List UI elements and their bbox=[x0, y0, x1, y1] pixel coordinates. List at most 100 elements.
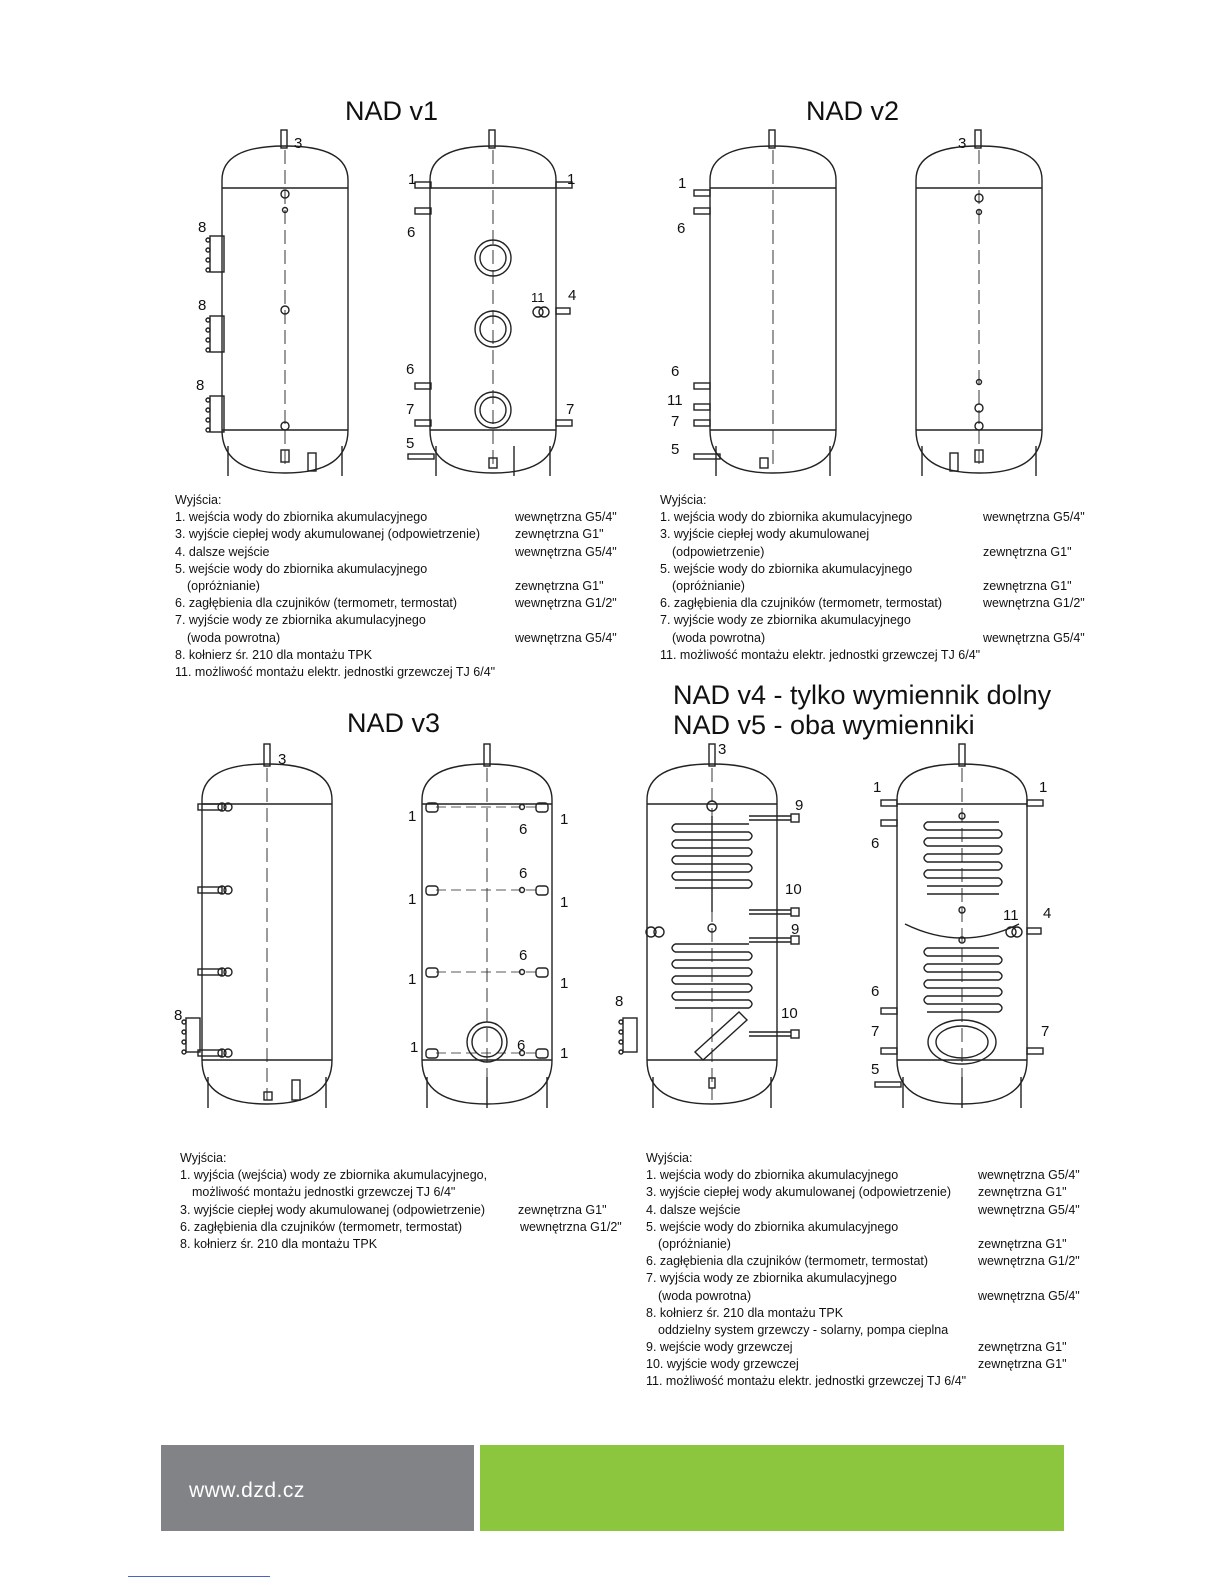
label-v3-1f: 1 bbox=[560, 975, 568, 992]
legend-v45-heading: Wyjścia: bbox=[646, 1151, 693, 1165]
label-v2-11: 11 bbox=[667, 392, 683, 409]
tank-v4-right bbox=[874, 743, 1044, 1108]
legend-v45-row: 8. kołnierz śr. 210 dla montażu TPK bbox=[646, 1305, 844, 1320]
label-v3-1h: 1 bbox=[560, 1045, 568, 1062]
label-v3-1c: 1 bbox=[408, 891, 416, 908]
label-v5-7a: 7 bbox=[871, 1023, 879, 1040]
label-v3-3: 3 bbox=[278, 751, 286, 768]
legend-v45-row: 1. wejścia wody do zbiornika akumulacyjn… bbox=[646, 1168, 1080, 1183]
tank-v1-left bbox=[205, 129, 349, 476]
label-v2-3: 3 bbox=[958, 135, 966, 152]
label-v5-1a: 1 bbox=[873, 779, 881, 796]
tank-v2-right bbox=[915, 129, 1043, 476]
tank-v3-left bbox=[181, 743, 333, 1108]
legend-v2-row: (woda powrotna)wewnętrzna G5/4" bbox=[672, 630, 1085, 645]
label-v3-6b: 6 bbox=[519, 865, 527, 882]
label-v1-8a: 8 bbox=[198, 219, 206, 236]
title-nad-v5: NAD v5 - oba wymienniki bbox=[673, 710, 975, 740]
legend-v45-row: 5. wejście wody do zbiornika akumulacyjn… bbox=[646, 1219, 899, 1234]
legend-v2-row: 7. wyjście wody ze zbiornika akumulacyjn… bbox=[660, 613, 911, 628]
tank-v3-right bbox=[421, 743, 553, 1108]
legend-v45-row: oddzielny system grzewczy - solarny, pom… bbox=[658, 1322, 949, 1337]
title-nad-v3: NAD v3 bbox=[347, 708, 441, 738]
legend-nad-v1: Wyjścia: 1. wejścia wody do zbiornika ak… bbox=[175, 492, 630, 681]
label-v2-1: 1 bbox=[678, 175, 686, 192]
label-v3-1g: 1 bbox=[410, 1039, 418, 1056]
label-v5-7b: 7 bbox=[1041, 1023, 1049, 1040]
legend-v3-row: 1. wyjścia (wejścia) wody ze zbiornika a… bbox=[180, 1168, 488, 1183]
footer-url-link[interactable]: www.dzd.cz bbox=[189, 1479, 305, 1502]
title-nad-v4: NAD v4 - tylko wymiennik dolny bbox=[673, 680, 1052, 710]
legend-nad-v3: Wyjścia: 1. wyjścia (wejścia) wody ze zb… bbox=[180, 1150, 640, 1253]
tank-v1-right bbox=[407, 129, 573, 476]
legend-v3-row: 6. zagłębienia dla czujników (termometr,… bbox=[180, 1219, 622, 1234]
label-v1-5: 5 bbox=[406, 435, 414, 452]
legend-v2-row: 11. możliwość montażu elektr. jednostki … bbox=[660, 647, 981, 662]
label-v1-6a: 6 bbox=[407, 224, 415, 241]
label-v5-6b: 6 bbox=[871, 983, 879, 1000]
legend-v1-row: 7. wyjście wody ze zbiornika akumulacyjn… bbox=[175, 613, 426, 628]
legend-v45-row: 6. zagłębienia dla czujników (termometr,… bbox=[646, 1254, 1080, 1269]
label-v4-9b: 9 bbox=[791, 921, 799, 938]
bottom-divider bbox=[128, 1576, 270, 1577]
legend-v2-row: (opróżnianie)zewnętrzna G1" bbox=[672, 578, 1072, 593]
label-v2-6a: 6 bbox=[677, 220, 685, 237]
legend-v1-row: 1. wejścia wody do zbiornika akumulacyjn… bbox=[175, 510, 617, 525]
legend-v2-heading: Wyjścia: bbox=[660, 493, 707, 507]
legend-nad-v2: Wyjścia: 1. wejścia wody do zbiornika ak… bbox=[660, 492, 1090, 664]
legend-v3-row: 8. kołnierz śr. 210 dla montażu TPK bbox=[180, 1236, 378, 1251]
diagram-nad-v3: 3 8 1 1 6 1 6 1 1 6 1 1 6 1 bbox=[160, 742, 600, 1118]
label-v3-1a: 1 bbox=[408, 808, 416, 825]
legend-v1-row: (opróżnianie)zewnętrzna G1" bbox=[187, 578, 604, 593]
label-v1-7a: 7 bbox=[406, 401, 414, 418]
label-v1-6b: 6 bbox=[406, 361, 414, 378]
label-v3-1e: 1 bbox=[408, 971, 416, 988]
footer-green-bar bbox=[480, 1445, 1064, 1531]
label-v2-5: 5 bbox=[671, 441, 679, 458]
legend-v2-row: (odpowietrzenie)zewnętrzna G1" bbox=[672, 544, 1072, 559]
coil-upper-right bbox=[923, 812, 1003, 914]
label-v1-8c: 8 bbox=[196, 377, 204, 394]
label-v4-10b: 10 bbox=[781, 1005, 798, 1022]
legend-v1-row: (woda powrotna)wewnętrzna G5/4" bbox=[187, 630, 617, 645]
legend-v45-row: 3. wyjście ciepłej wody akumulowanej (od… bbox=[646, 1185, 1067, 1200]
legend-v3-row: możliwość montażu jednostki grzewczej TJ… bbox=[192, 1185, 456, 1200]
legend-v45-row: 11. możliwość montażu elektr. jednostki … bbox=[646, 1374, 967, 1389]
label-v3-1b: 1 bbox=[560, 811, 568, 828]
label-v3-6a: 6 bbox=[519, 821, 527, 838]
label-v5-6a: 6 bbox=[871, 835, 879, 852]
title-nad-v2: NAD v2 bbox=[806, 96, 900, 126]
label-v1-1b: 1 bbox=[567, 171, 575, 188]
label-v4-8: 8 bbox=[615, 993, 623, 1010]
tank-v2-left bbox=[693, 129, 837, 476]
footer-url-bar: www.dzd.cz bbox=[161, 1445, 474, 1531]
label-v5-5: 5 bbox=[871, 1061, 879, 1078]
label-v2-6b: 6 bbox=[671, 363, 679, 380]
label-v1-4: 4 bbox=[568, 287, 576, 304]
label-v5-1b: 1 bbox=[1039, 779, 1047, 796]
label-v1-1a: 1 bbox=[408, 171, 416, 188]
legend-v2-row: 3. wyjście ciepłej wody akumulowanej bbox=[660, 527, 870, 542]
label-v3-6c: 6 bbox=[519, 947, 527, 964]
tank-v4-left bbox=[618, 743, 800, 1108]
legend-v45-row: (opróżnianie)zewnętrzna G1" bbox=[658, 1236, 1067, 1251]
label-v4-9a: 9 bbox=[795, 797, 803, 814]
label-v3-6d: 6 bbox=[517, 1037, 525, 1054]
label-v4-10a: 10 bbox=[785, 881, 802, 898]
label-v5-11: 11 bbox=[1003, 907, 1019, 924]
legend-v2-row: 5. wejście wody do zbiornika akumulacyjn… bbox=[660, 561, 913, 576]
label-v5-4: 4 bbox=[1043, 905, 1051, 922]
coil-lower-right bbox=[923, 936, 1003, 1013]
label-v1-11: 11 bbox=[531, 290, 545, 305]
legend-v45-row: (woda powrotna)wewnętrzna G5/4" bbox=[658, 1288, 1080, 1303]
legend-nad-v4-v5: Wyjścia: 1. wejścia wody do zbiornika ak… bbox=[646, 1150, 1086, 1391]
coil-upper bbox=[671, 813, 800, 917]
legend-v1-row: 6. zagłębienia dla czujników (termometr,… bbox=[175, 596, 617, 611]
coil-lower bbox=[671, 935, 800, 1039]
diagram-nad-v2: 1 6 6 11 7 5 3 bbox=[660, 128, 1080, 484]
legend-v45-row: 7. wyjścia wody ze zbiornika akumulacyjn… bbox=[646, 1271, 897, 1286]
title-nad-v1: NAD v1 bbox=[345, 96, 439, 126]
